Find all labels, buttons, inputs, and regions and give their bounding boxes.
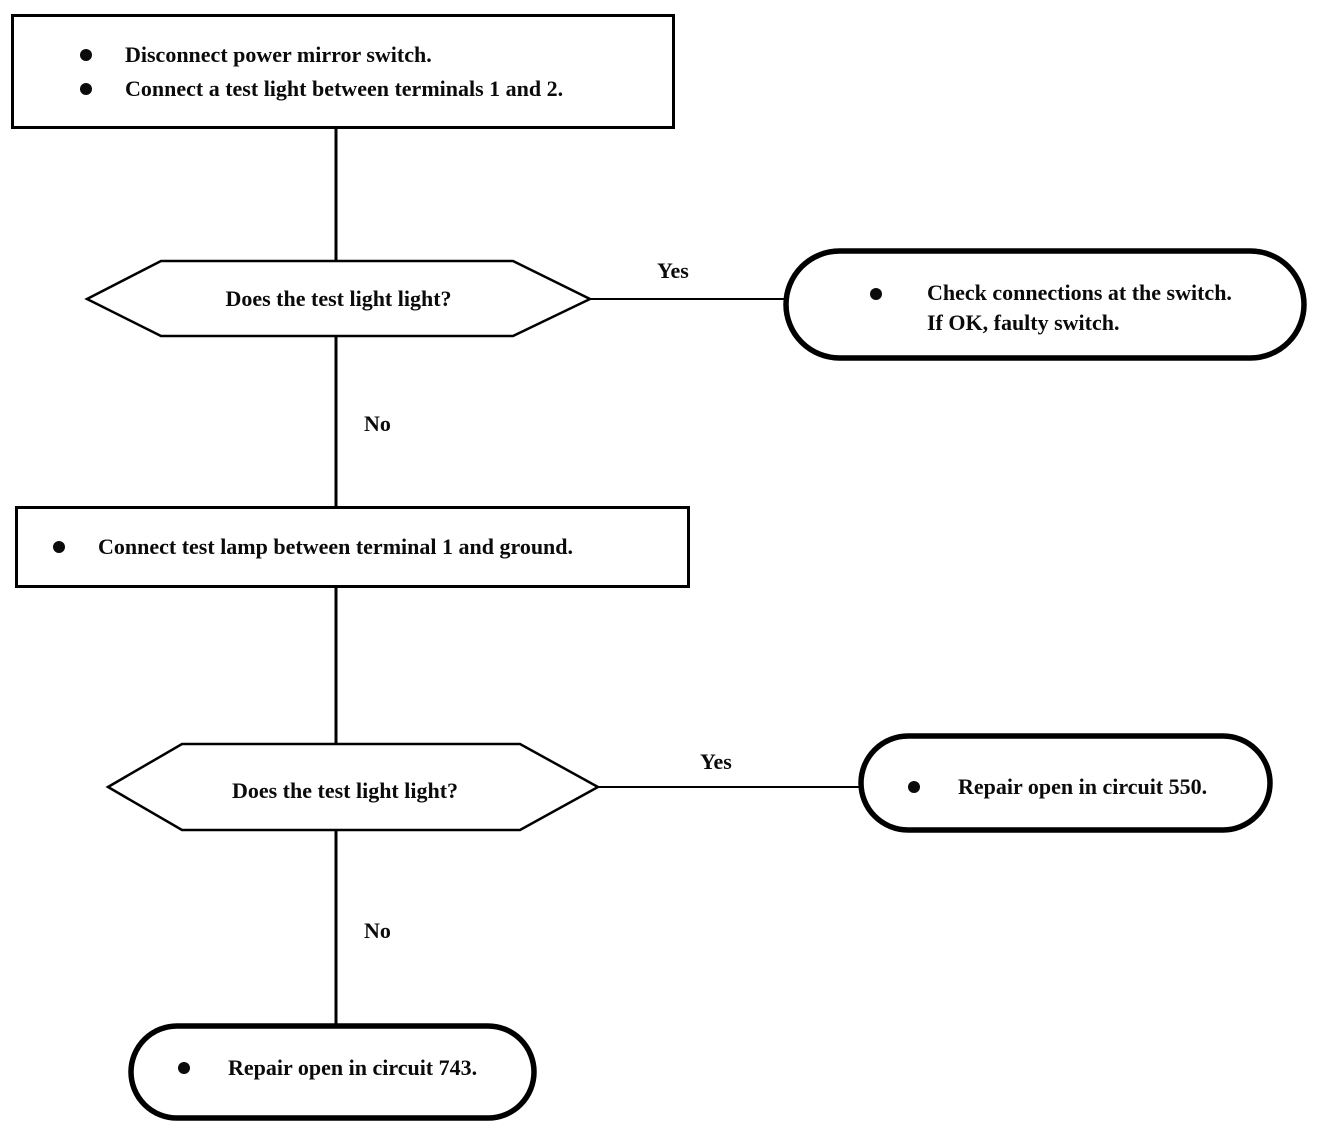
- bullet-icon: [178, 1062, 190, 1074]
- result-circuit-550-text: Repair open in circuit 550.: [958, 774, 1208, 799]
- result-circuit-743-text: Repair open in circuit 743.: [228, 1055, 478, 1080]
- result-circuit-550-bullet: Repair open in circuit 550.: [908, 772, 1207, 802]
- decision2-question: Does the test light light?: [231, 778, 459, 803]
- step2-bullet-1-text: Connect test lamp between terminal 1 and…: [98, 534, 574, 559]
- bullet-icon: [870, 288, 882, 300]
- step1-bullet-1: Disconnect power mirror switch.: [80, 38, 432, 72]
- terminal-oval-check-switch: [783, 248, 1307, 361]
- bullet-icon: [80, 49, 92, 61]
- decision1-question: Does the test light light?: [225, 286, 452, 311]
- edge-label-decision1-no: No: [364, 411, 391, 436]
- decision-hexagon-1: [84, 259, 593, 338]
- bullet-icon: [908, 781, 920, 793]
- process-box-step1: [11, 14, 675, 129]
- result-check-switch-line2: If OK, faulty switch.: [927, 310, 1120, 335]
- step1-bullet-2: Connect a test light between terminals 1…: [80, 72, 563, 106]
- bullet-icon: [53, 541, 65, 553]
- edge-label-decision2-no: No: [364, 918, 391, 943]
- terminal-oval-circuit-743: [128, 1023, 537, 1121]
- process-box-step2: [15, 506, 690, 588]
- edge-label-decision1-yes: Yes: [657, 258, 689, 283]
- result-check-switch-line1: Check connections at the switch.: [927, 280, 1232, 305]
- step1-bullet-1-text: Disconnect power mirror switch.: [125, 42, 432, 67]
- result-circuit-743-bullet: Repair open in circuit 743.: [178, 1053, 477, 1083]
- bullet-icon: [80, 83, 92, 95]
- edge-label-decision2-yes: Yes: [700, 749, 732, 774]
- terminal-oval-circuit-550: [858, 733, 1273, 833]
- result-check-switch-bullet: Check connections at the switch. If OK, …: [870, 278, 1232, 338]
- step1-bullet-2-text: Connect a test light between terminals 1…: [125, 76, 564, 101]
- step2-bullet-1: Connect test lamp between terminal 1 and…: [53, 530, 573, 564]
- decision-hexagon-2: [105, 742, 601, 832]
